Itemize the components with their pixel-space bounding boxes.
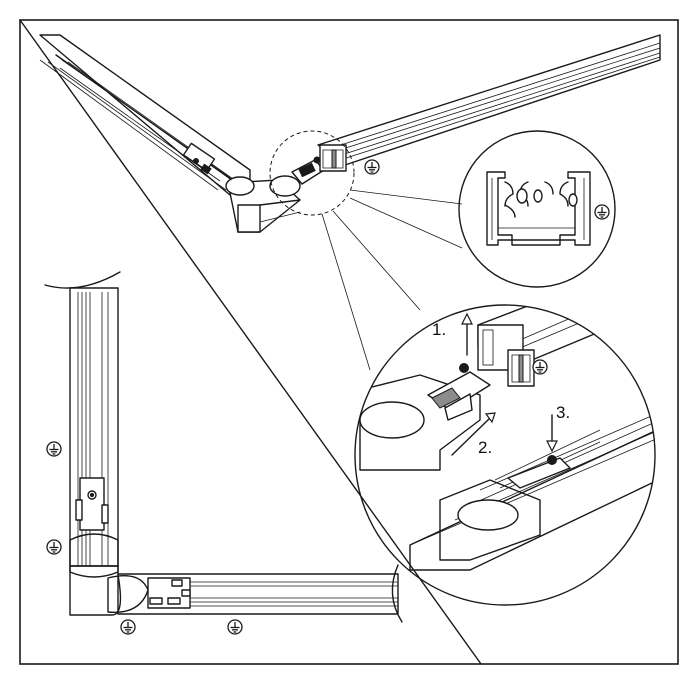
top-corner-view [39,34,661,233]
track-profile-detail [458,130,616,288]
zoom-circle-top [269,130,355,216]
ground-icon [46,441,62,457]
step2-label: 2. [478,438,492,457]
ground-icon [532,359,548,375]
installation-steps-detail: 1. 2. 3. [354,304,656,606]
diagonal-divider [19,19,482,665]
diagram-frame [19,19,679,665]
step2-arrow [451,417,491,456]
step1-label: 1. [432,320,446,339]
step3-label: 3. [556,403,570,422]
ground-icon [120,619,136,635]
ground-icon [594,204,610,220]
ground-icon [364,159,380,175]
ground-icon [227,619,243,635]
bottom-l-assembly [44,271,403,635]
ground-icon [46,539,62,555]
